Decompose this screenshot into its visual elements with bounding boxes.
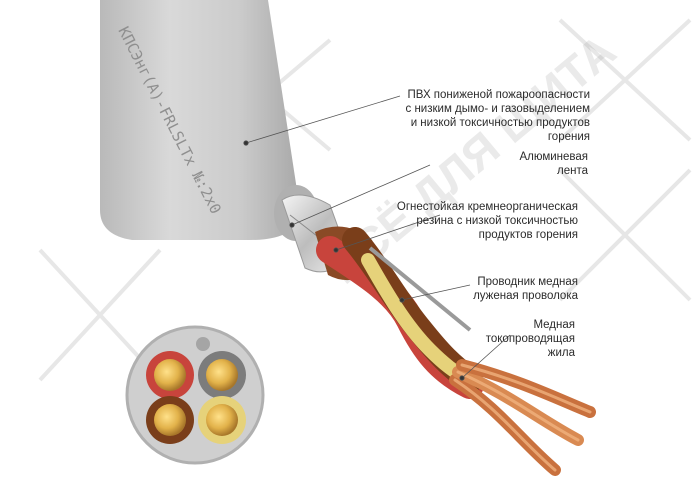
twisted-conductors — [316, 227, 484, 399]
callout-sheath: ПВХ пониженой пожароопасности с низким д… — [405, 89, 591, 143]
callout-rubber: Огнестойкая кремнеорганическая резина с … — [396, 201, 578, 241]
watermark — [38, 18, 692, 382]
cable-cross-section — [125, 325, 265, 465]
callout-foil: Алюминевая лента — [519, 151, 588, 177]
leader-lines — [243, 95, 511, 381]
callout-drain: Проводник медная луженая проволока — [473, 276, 578, 302]
copper-strands — [449, 359, 596, 476]
callout-core: Медная токопроводящая жила — [485, 319, 575, 359]
